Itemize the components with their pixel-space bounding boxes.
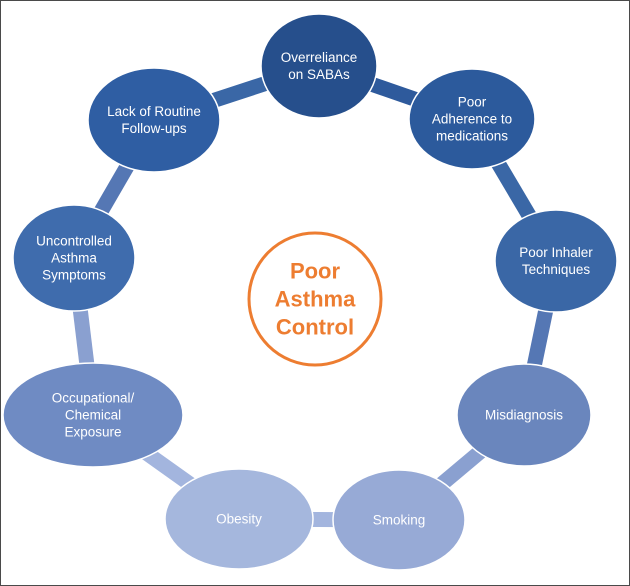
cause-node-ellipse <box>164 468 314 570</box>
cause-node: Overreliance on SABAs <box>260 13 378 119</box>
cause-node-label: Occupational/ <box>52 391 135 406</box>
cause-node-label: Chemical <box>65 408 121 423</box>
cause-node: Smoking <box>332 469 466 571</box>
cause-node-ellipse <box>87 67 221 173</box>
center-label: Asthma <box>275 287 356 312</box>
cause-node-label: Symptoms <box>42 268 106 283</box>
cause-node-label: Follow-ups <box>121 121 187 136</box>
cause-node-ellipse <box>260 13 378 119</box>
cause-node-ellipse <box>332 469 466 571</box>
cause-node-label: Poor <box>458 95 487 110</box>
center-label: Poor <box>290 259 341 284</box>
cause-node-label: Adherence to <box>432 112 512 127</box>
cause-node-label: Uncontrolled <box>36 234 112 249</box>
cause-node-ellipse <box>12 204 136 312</box>
cause-node-ellipse <box>408 68 536 170</box>
cause-node-label: Overreliance <box>281 50 358 65</box>
cause-node: Obesity <box>164 468 314 570</box>
cause-node-label: Misdiagnosis <box>485 408 563 423</box>
cause-node-label: Exposure <box>64 425 121 440</box>
cause-node: Misdiagnosis <box>456 363 592 467</box>
cause-node-label: Poor Inhaler <box>519 245 593 260</box>
cause-node-label: medications <box>436 129 508 144</box>
cause-node-label: Lack of Routine <box>107 104 201 119</box>
cause-node-label: on SABAs <box>288 67 350 82</box>
cause-node-label: Smoking <box>373 513 426 528</box>
cause-node-label: Obesity <box>216 512 262 527</box>
center-label: Control <box>276 315 354 340</box>
center-ring <box>247 231 383 367</box>
cause-node-ellipse <box>2 362 184 468</box>
cause-node-label: Asthma <box>51 251 97 266</box>
cause-node-ellipse <box>456 363 592 467</box>
cause-node-ellipse <box>494 209 618 313</box>
cause-node-label: Techniques <box>522 262 591 277</box>
